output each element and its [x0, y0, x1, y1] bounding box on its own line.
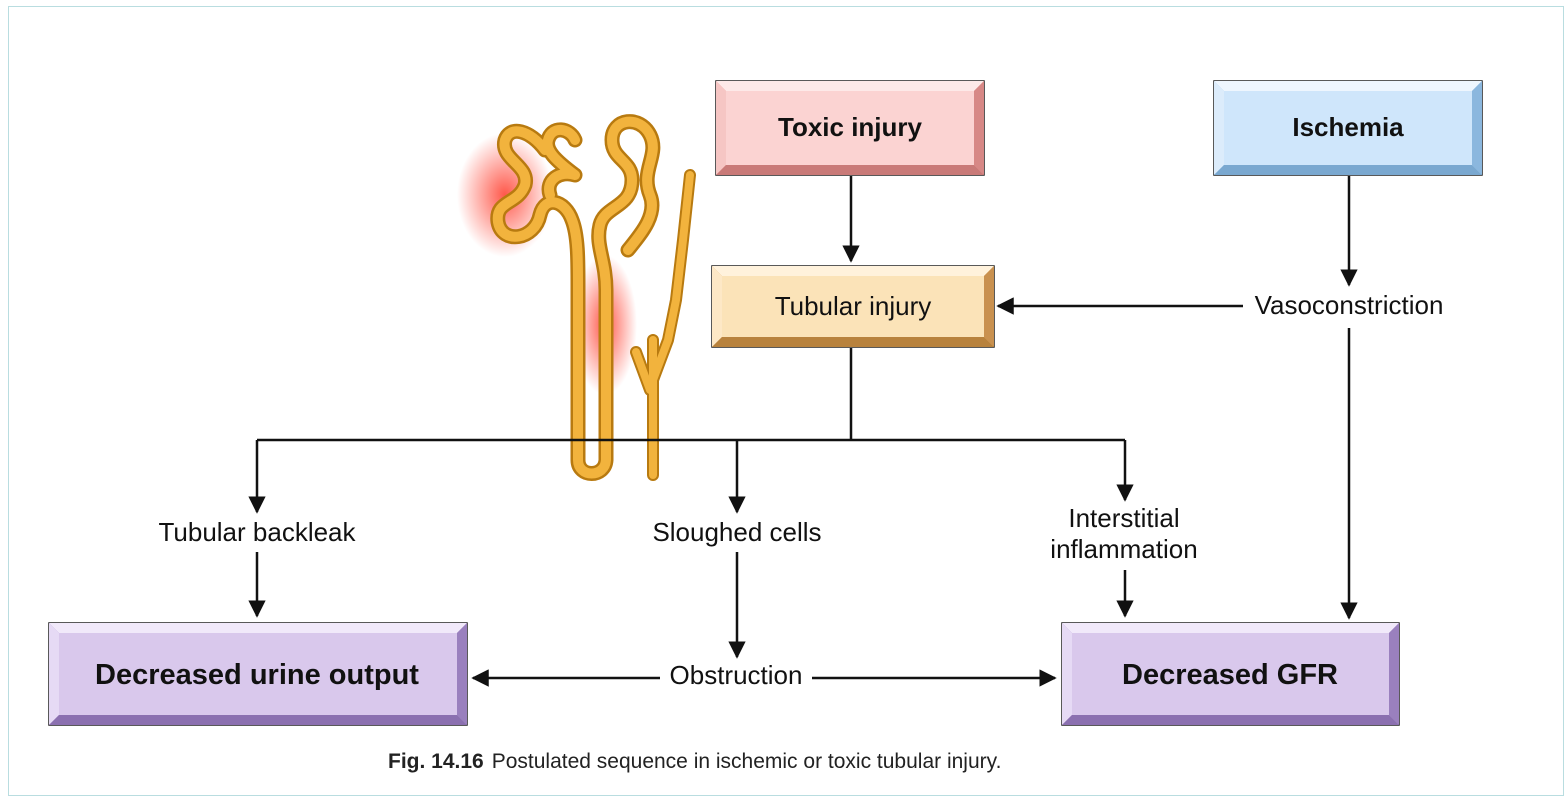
nephron-illustration: [457, 122, 690, 475]
ischemia-label: Ischemia: [1292, 112, 1404, 142]
interstitial-label-line2: inflammation: [1050, 534, 1197, 564]
decreased-gfr-label: Decreased GFR: [1122, 659, 1338, 691]
sloughed-cells-label: Sloughed cells: [652, 517, 821, 547]
toxic-injury-box: Toxic injury: [716, 81, 984, 175]
figure-caption: Fig. 14.16 Postulated sequence in ischemi…: [388, 750, 1001, 774]
decreased-gfr-box: Decreased GFR: [1062, 623, 1399, 725]
ischemia-box: Ischemia: [1214, 81, 1482, 175]
interstitial-label-line1: Interstitial: [1068, 503, 1179, 533]
tubular-injury-label: Tubular injury: [775, 291, 932, 321]
vasoconstriction-label: Vasoconstriction: [1255, 290, 1444, 320]
figure-number: Fig. 14.16: [388, 750, 484, 773]
connectors: [257, 176, 1349, 678]
decreased-urine-output-box: Decreased urine output: [49, 623, 467, 725]
figure-caption-text: Postulated sequence in ischemic or toxic…: [492, 750, 1002, 773]
obstruction-label: Obstruction: [670, 660, 803, 690]
tubular-backleak-label: Tubular backleak: [158, 517, 356, 547]
toxic-injury-label: Toxic injury: [778, 112, 923, 142]
decreased-urine-output-label: Decreased urine output: [95, 659, 419, 691]
tubular-injury-box: Tubular injury: [712, 266, 994, 347]
